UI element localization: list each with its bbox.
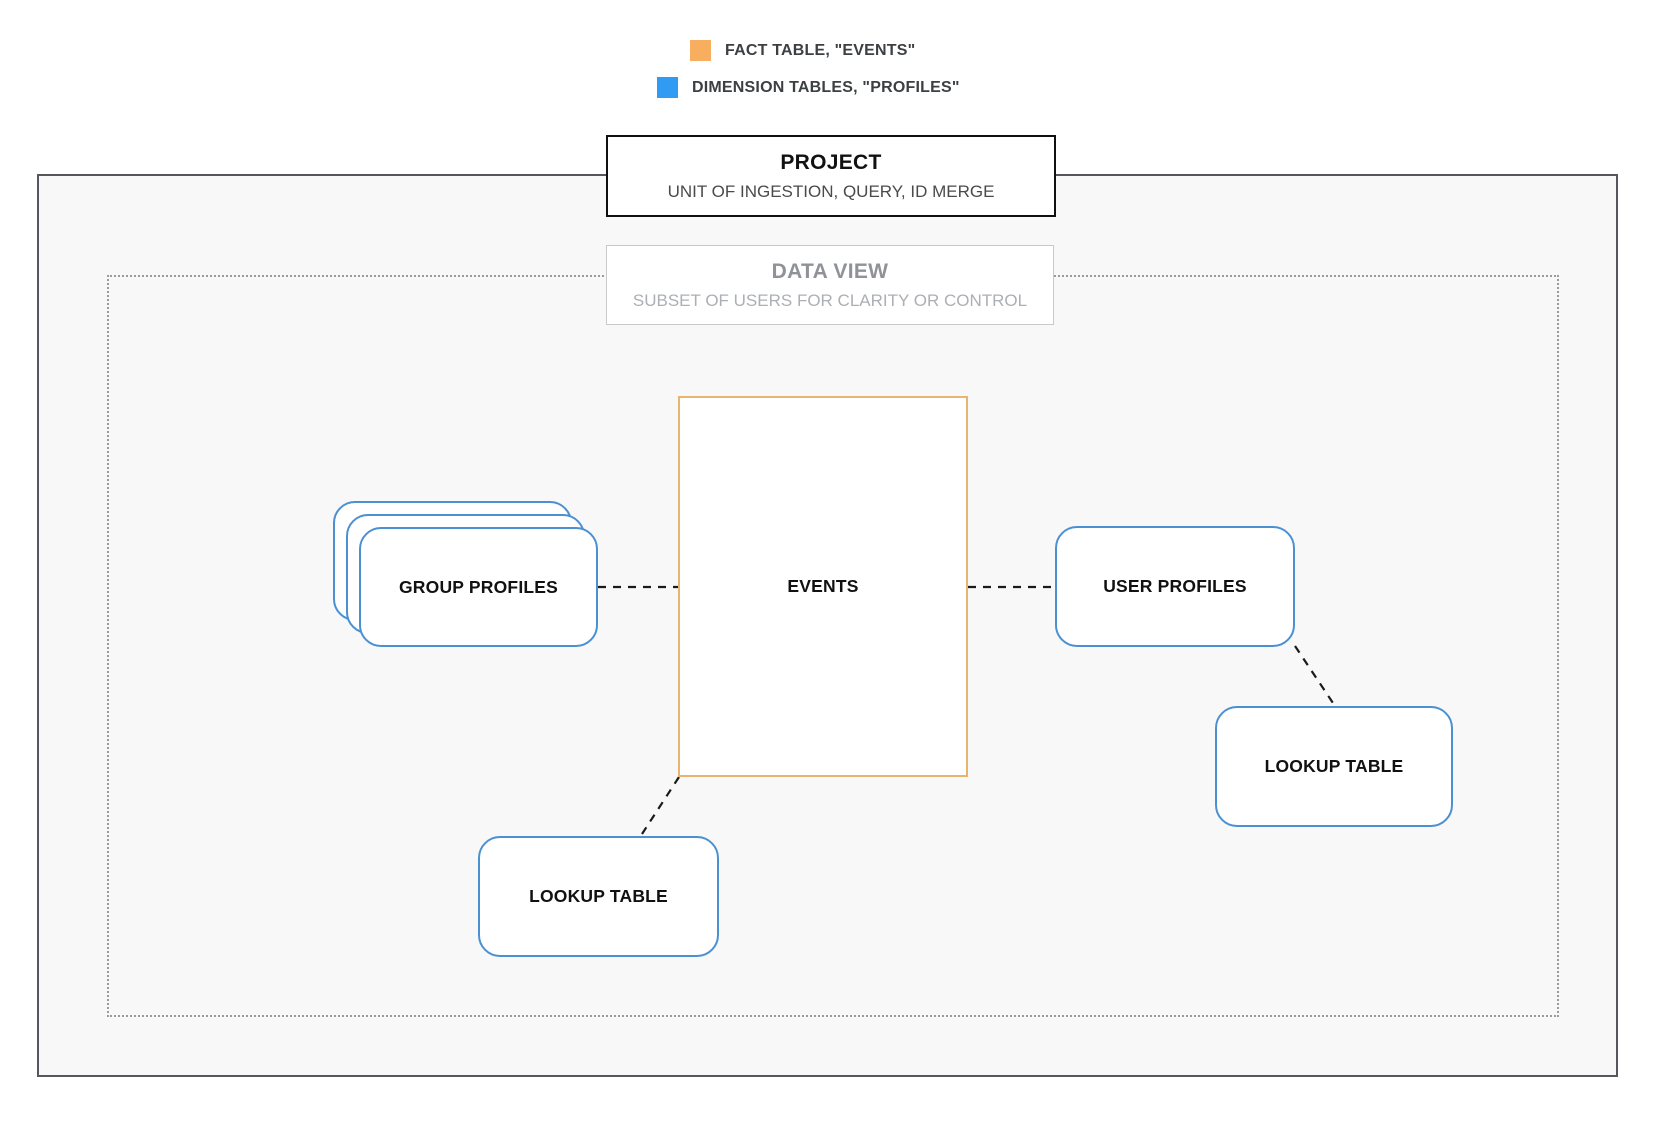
lookup-table-bottom-node: LOOKUP TABLE xyxy=(478,836,719,957)
legend-swatch-dimension-icon xyxy=(657,77,678,98)
lookup-table-bottom-label: LOOKUP TABLE xyxy=(529,886,668,906)
legend-swatch-fact-icon xyxy=(690,40,711,61)
group-profiles-node: GROUP PROFILES xyxy=(359,527,598,647)
legend-item-fact: FACT TABLE, "EVENTS" xyxy=(690,40,915,61)
events-label: EVENTS xyxy=(787,576,859,596)
data-view-subtitle: SUBSET OF USERS FOR CLARITY OR CONTROL xyxy=(632,290,1028,310)
project-subtitle: UNIT OF INGESTION, QUERY, ID MERGE xyxy=(667,181,995,201)
events-node: EVENTS xyxy=(678,396,968,777)
user-profiles-label: USER PROFILES xyxy=(1103,576,1247,596)
project-title: PROJECT xyxy=(780,150,882,174)
legend-label-dimension: DIMENSION TABLES, "PROFILES" xyxy=(692,78,960,96)
user-profiles-node: USER PROFILES xyxy=(1055,526,1295,647)
data-view-caption-box: DATA VIEW SUBSET OF USERS FOR CLARITY OR… xyxy=(606,245,1054,325)
group-profiles-label: GROUP PROFILES xyxy=(398,576,559,597)
lookup-table-right-label: LOOKUP TABLE xyxy=(1264,756,1404,776)
legend-item-dimension: DIMENSION TABLES, "PROFILES" xyxy=(657,77,960,98)
project-caption-box: PROJECT UNIT OF INGESTION, QUERY, ID MER… xyxy=(606,135,1056,217)
data-view-title: DATA VIEW xyxy=(771,259,889,283)
legend-label-fact: FACT TABLE, "EVENTS" xyxy=(725,41,916,59)
lookup-table-right-node: LOOKUP TABLE xyxy=(1215,706,1453,827)
